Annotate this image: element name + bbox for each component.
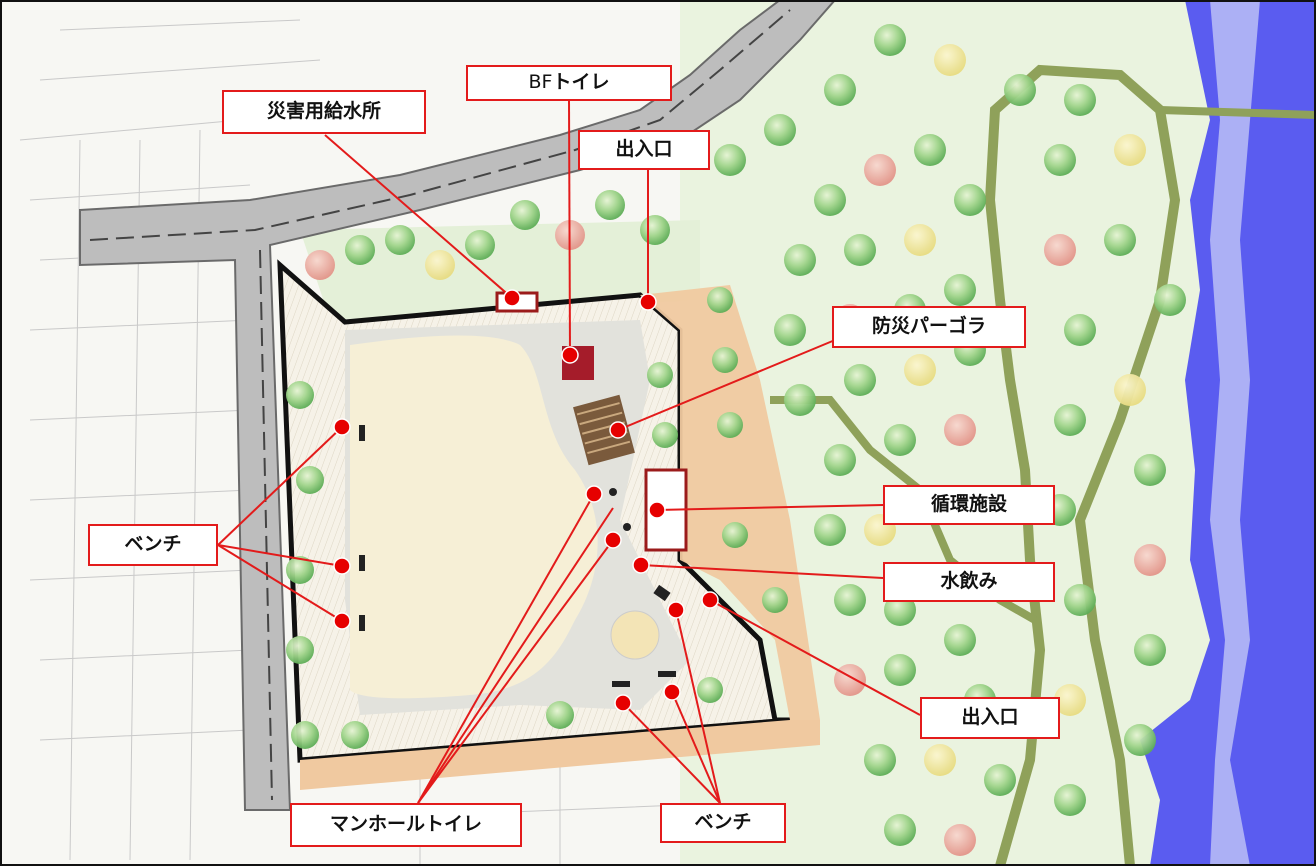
label-pergola: 防災パーゴラ <box>832 306 1026 348</box>
label-fountain: 水飲み <box>883 562 1055 602</box>
marker-pergola <box>609 421 627 439</box>
marker-bench-left-3 <box>333 612 351 630</box>
label-bf-toilet-prefix: BF <box>528 71 553 94</box>
marker-entrance-top <box>639 293 657 311</box>
label-entrance-right: 出入口 <box>920 697 1060 739</box>
label-entrance-top: 出入口 <box>578 130 710 170</box>
marker-manhole-2 <box>604 531 622 549</box>
manhole-marks <box>609 488 631 531</box>
road <box>79 0 837 811</box>
bench-marks <box>359 425 676 687</box>
trees <box>286 24 1186 856</box>
paved-walkway-south <box>300 720 820 790</box>
marker-bench-bottom-3 <box>667 601 685 619</box>
forest-trail <box>984 64 1181 866</box>
river-bank <box>1210 0 1260 866</box>
marker-circulation <box>648 501 666 519</box>
marker-entrance-right <box>701 591 719 609</box>
label-circulation: 循環施設 <box>883 485 1055 525</box>
marker-bench-left-1 <box>333 418 351 436</box>
road-centerline <box>89 9 791 241</box>
lawn <box>350 335 598 699</box>
marker-water-supply <box>503 289 521 307</box>
marker-manhole-1 <box>585 485 603 503</box>
label-water-supply: 災害用給水所 <box>222 90 426 134</box>
marker-bf-toilet <box>561 346 579 364</box>
marker-bench-bottom-2 <box>663 683 681 701</box>
label-bf-toilet-text: トイレ <box>552 71 610 94</box>
label-bench-left: ベンチ <box>88 524 218 566</box>
label-manhole-toilet: マンホールトイレ <box>290 803 522 847</box>
road-edge <box>259 249 273 801</box>
marker-fountain <box>632 556 650 574</box>
marker-bench-left-2 <box>333 557 351 575</box>
forest-trail-east <box>1159 106 1316 119</box>
round-plaza <box>610 610 660 660</box>
leader-lines <box>217 99 921 804</box>
poi-markers <box>333 289 719 712</box>
label-bench-bottom: ベンチ <box>660 803 786 843</box>
marker-bench-bottom-1 <box>614 694 632 712</box>
pergola <box>573 394 635 466</box>
